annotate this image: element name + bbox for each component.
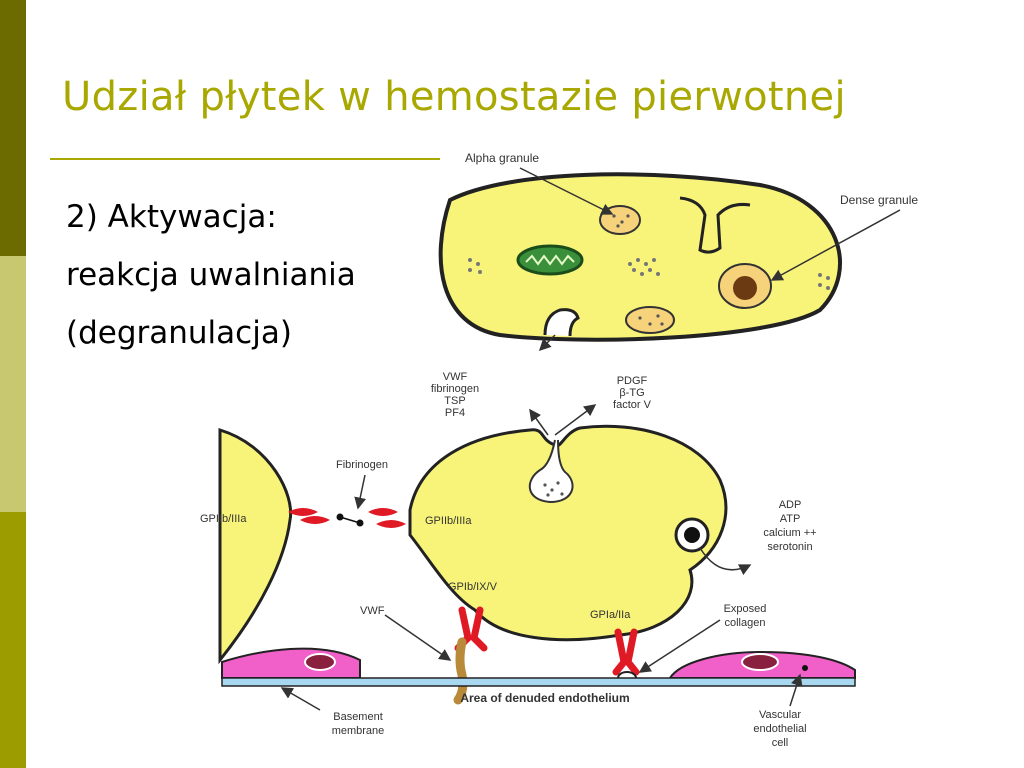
label-endothelial: endothelial xyxy=(753,723,806,735)
glycogen-dots xyxy=(468,258,830,290)
platelet-activation-diagram: Alpha granule Dense granule xyxy=(200,151,918,749)
label-release-vwf: VWF xyxy=(443,371,468,383)
resting-platelet xyxy=(438,167,901,352)
slide-sidebar-decoration xyxy=(0,0,26,768)
label-release-factor-v: factor V xyxy=(613,399,652,411)
slide-title: Udział płytek w hemostazie pierwotnej xyxy=(62,74,846,120)
label-serotonin: serotonin xyxy=(767,541,812,553)
mitochondrion-icon xyxy=(516,244,584,276)
sidebar-band-top xyxy=(0,0,26,256)
label-release-tsp: TSP xyxy=(444,395,465,407)
alpha-granule-icon xyxy=(625,306,675,334)
label-gp2b3a-left: GPIIb/IIIa xyxy=(200,513,247,525)
label-fibrinogen: Fibrinogen xyxy=(336,459,388,471)
label-adp: ADP xyxy=(779,499,802,511)
basement-membrane xyxy=(221,677,856,687)
label-vwf: VWF xyxy=(360,605,385,617)
label-gp2b3a-right: GPIIb/IIIa xyxy=(425,515,472,527)
body-line-1: 2) Aktywacja: xyxy=(66,199,277,235)
gp2b3a-receptor-right xyxy=(368,508,406,528)
sidebar-band-bottom xyxy=(0,512,26,768)
label-alpha-granule: Alpha granule xyxy=(465,151,539,165)
label-atp: ATP xyxy=(780,513,801,525)
gp2b3a-receptor-left xyxy=(288,508,330,524)
label-denuded-endothelium: Area of denuded endothelium xyxy=(460,691,629,705)
body-line-3: (degranulacja) xyxy=(66,315,292,351)
label-release-pf4: PF4 xyxy=(445,407,465,419)
fusing-alpha-granule-icon xyxy=(528,439,574,504)
label-release-pdgf: PDGF xyxy=(617,375,648,387)
label-membrane: membrane xyxy=(332,725,385,737)
label-gp1a2a: GPIa/IIa xyxy=(590,609,631,621)
label-cell: cell xyxy=(772,737,789,749)
label-calcium: calcium ++ xyxy=(763,527,816,539)
gp1a-receptor xyxy=(612,628,640,676)
slide-body: 2) Aktywacja: reakcja uwalniania (degran… xyxy=(66,188,356,362)
label-basement: Basement xyxy=(333,711,383,723)
label-exposed: Exposed xyxy=(724,603,767,615)
sidebar-band-middle xyxy=(0,256,26,512)
label-dense-granule: Dense granule xyxy=(840,193,918,207)
label-release-btg: β-TG xyxy=(619,387,644,399)
title-underline xyxy=(50,158,440,160)
adjacent-platelet xyxy=(218,427,293,665)
endothelial-cell-left xyxy=(221,647,361,679)
label-vascular: Vascular xyxy=(759,709,801,721)
body-line-2: reakcja uwalniania xyxy=(66,257,356,293)
label-release-fibrinogen: fibrinogen xyxy=(431,383,479,395)
vwf-strand xyxy=(453,637,468,705)
activated-platelet xyxy=(408,424,728,642)
fibrinogen-bridge-icon xyxy=(336,513,364,527)
label-collagen: collagen xyxy=(725,617,766,629)
label-gp1b: GPIb/IX/V xyxy=(448,581,498,593)
